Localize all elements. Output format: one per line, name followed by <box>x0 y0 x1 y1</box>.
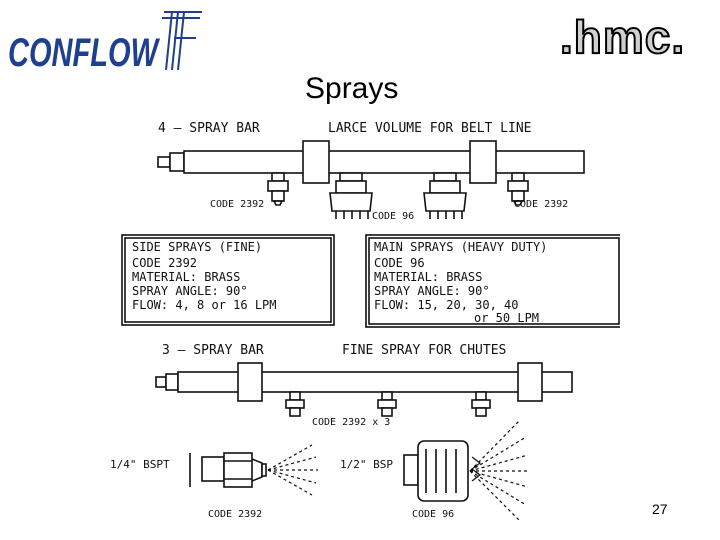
nozzle-2392-icon <box>267 172 289 206</box>
nozzle-2392-detail <box>189 452 267 488</box>
label-bottom-code-2392: CODE 2392 <box>208 509 262 520</box>
nozzle-2392-icon <box>507 172 529 206</box>
nozzle-2392-icon <box>285 391 305 417</box>
label-code-2392x3: CODE 2392 x 3 <box>312 417 390 428</box>
side-box-line-4: SPRAY ANGLE: 90° <box>132 284 248 298</box>
main-box-line-2: CODE 96 <box>374 256 425 270</box>
mid-caption-b: FINE SPRAY FOR CHUTES <box>342 343 506 358</box>
fine-spray-pattern-icon <box>267 444 318 496</box>
conflow-logo: CONFLOW <box>8 11 202 75</box>
main-box-line-3: MATERIAL: BRASS <box>374 270 482 284</box>
mid-caption-a: 3 — SPRAY BAR <box>162 343 264 358</box>
hmc-logo: .hmc. <box>559 11 686 63</box>
side-box-line-5: FLOW: 4, 8 or 16 LPM <box>132 298 277 312</box>
main-sprays-box: MAIN SPRAYS (HEAVY DUTY) CODE 96 MATERIA… <box>365 234 620 328</box>
side-box-line-1: SIDE SPRAYS (FINE) <box>132 240 262 254</box>
label-code-2392-right: CODE 2392 <box>514 199 568 210</box>
page-title: Sprays <box>305 72 399 105</box>
nozzle-2392-icon <box>377 391 397 417</box>
label-bsp: 1/2" BSP <box>340 458 393 471</box>
side-sprays-box: SIDE SPRAYS (FINE) CODE 2392 MATERIAL: B… <box>121 234 335 326</box>
label-code-2392-left: CODE 2392 <box>210 199 264 210</box>
conflow-mark-icon <box>162 11 202 71</box>
nozzle-96-detail <box>403 440 469 502</box>
top-spray-bar <box>157 140 585 219</box>
conflow-logo-text: CONFLOW <box>8 31 160 75</box>
nozzle-2392-icon <box>471 391 491 417</box>
top-caption-a: 4 — SPRAY BAR <box>158 121 260 136</box>
nozzle-96-icon <box>329 172 373 219</box>
top-caption-b: LARCE VOLUME FOR BELT LINE <box>328 121 532 136</box>
heavy-spray-pattern-icon <box>469 419 530 522</box>
page-number: 27 <box>652 501 668 517</box>
nozzle-96-icon <box>423 172 467 219</box>
label-code-96: CODE 96 <box>372 211 414 222</box>
side-box-line-3: MATERIAL: BRASS <box>132 270 240 284</box>
label-bottom-code-96: CODE 96 <box>412 509 454 520</box>
main-box-line-5: FLOW: 15, 20, 30, 40 <box>374 298 519 312</box>
main-box-line-6: or 50 LPM <box>474 311 539 325</box>
spray-bar-drawing: 4 — SPRAY BAR LARCE VOLUME FOR BELT LINE <box>110 121 620 522</box>
middle-spray-bar <box>155 362 573 417</box>
main-box-line-1: MAIN SPRAYS (HEAVY DUTY) <box>374 240 547 254</box>
side-box-line-2: CODE 2392 <box>132 256 197 270</box>
main-box-line-4: SPRAY ANGLE: 90° <box>374 284 490 298</box>
label-bspt: 1/4" BSPT <box>110 458 170 471</box>
